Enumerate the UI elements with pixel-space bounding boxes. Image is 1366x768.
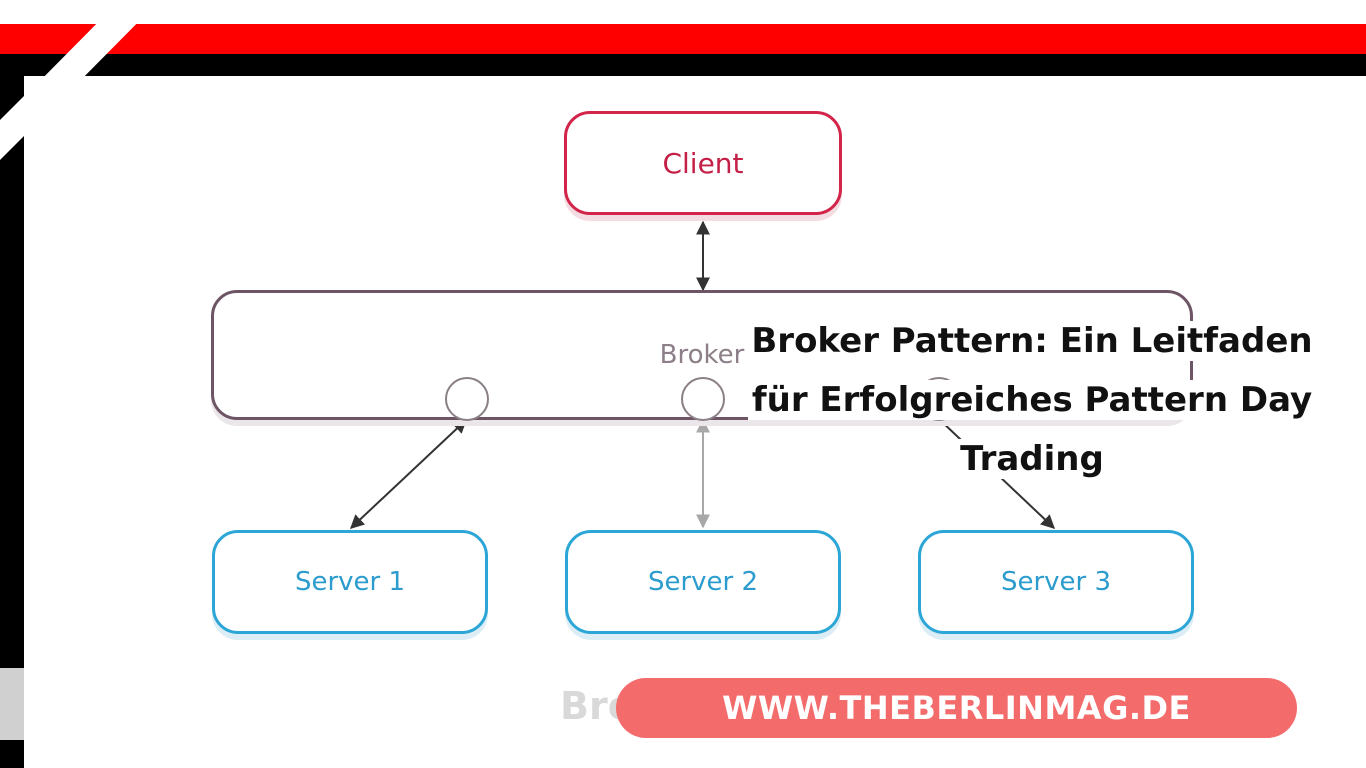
headline-line-1: Broker Pattern: Ein Leitfaden [747, 321, 1317, 361]
server-3-node: Server 3 [918, 530, 1194, 634]
broker-port-2 [681, 377, 725, 421]
server-2-label: Server 2 [647, 567, 759, 597]
arrow-port1-server1 [349, 419, 468, 529]
server-2-node: Server 2 [565, 530, 841, 634]
website-url-text: WWW.THEBERLINMAG.DE [722, 689, 1191, 727]
server-1-node: Server 1 [212, 530, 488, 634]
left-gray-block [0, 668, 24, 740]
red-banner [0, 24, 1366, 54]
broker-label: Broker [659, 340, 745, 370]
client-node: Client [564, 111, 842, 215]
server-1-label: Server 1 [294, 567, 406, 597]
white-slash-top [25, 0, 160, 96]
headline-line-2: für Erfolgreiches Pattern Day [747, 380, 1317, 420]
left-black-bar [0, 54, 24, 768]
article-headline: Broker Pattern: Ein Leitfaden für Erfolg… [686, 312, 1366, 489]
server-3-label: Server 3 [1000, 567, 1112, 597]
website-url-badge[interactable]: WWW.THEBERLINMAG.DE [616, 678, 1297, 738]
white-slash-left [0, 96, 24, 160]
top-black-bar [0, 54, 1366, 76]
headline-line-3: Trading [956, 439, 1108, 479]
client-label: Client [662, 146, 744, 180]
broker-port-1 [445, 377, 489, 421]
